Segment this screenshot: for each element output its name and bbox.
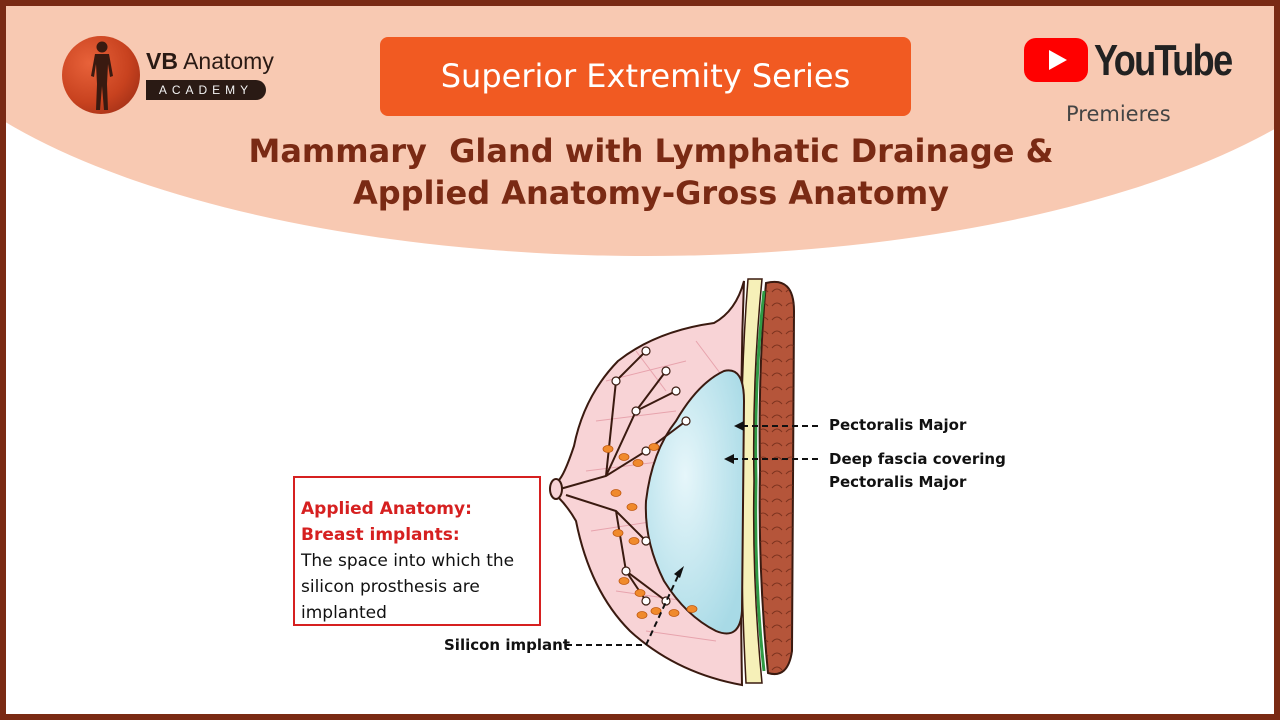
lymph-nodes bbox=[602, 443, 698, 619]
human-figure-icon bbox=[91, 41, 113, 110]
duct-lobules bbox=[611, 346, 691, 606]
title-line-1: Mammary Gland with Lymphatic Drainage & bbox=[248, 132, 1054, 170]
brand-subtitle: ACADEMY bbox=[146, 80, 266, 100]
nipple bbox=[549, 478, 563, 500]
brand-logo: VB Anatomy ACADEMY bbox=[62, 36, 292, 116]
label-deep-fascia-line-1: Deep fascia covering bbox=[829, 450, 1006, 468]
silicon-implant-leader bbox=[566, 575, 679, 646]
series-label: Superior Extremity Series bbox=[380, 37, 911, 116]
applied-body-line-3: implanted bbox=[301, 603, 387, 623]
silicon-implant bbox=[644, 369, 746, 635]
applied-anatomy-heading: Applied Anatomy: bbox=[301, 499, 472, 519]
pectoralis-major-arrow bbox=[734, 421, 744, 431]
deep-fascia bbox=[754, 290, 766, 672]
brand-name-bold: VB bbox=[146, 48, 178, 74]
applied-anatomy-box: Applied Anatomy: Breast implants: The sp… bbox=[293, 476, 541, 626]
deep-fascia-arrow bbox=[724, 454, 734, 464]
pectoralis-major-texture bbox=[759, 281, 794, 675]
label-deep-fascia-line-2: Pectoralis Major bbox=[829, 473, 967, 491]
brand-name: VB Anatomy bbox=[146, 48, 274, 75]
page-title: Mammary Gland with Lymphatic Drainage & … bbox=[206, 130, 1096, 214]
brand-name-rest: Anatomy bbox=[177, 48, 274, 74]
youtube-wordmark: YouTube bbox=[1094, 36, 1233, 85]
label-silicon-implant: Silicon implant bbox=[444, 636, 570, 654]
breast-implant-diagram bbox=[549, 278, 796, 687]
label-deep-fascia: Deep fascia covering Pectoralis Major bbox=[829, 448, 1006, 494]
youtube-play-icon bbox=[1024, 38, 1088, 82]
label-pectoralis-major: Pectoralis Major bbox=[829, 416, 967, 434]
title-line-2: Applied Anatomy-Gross Anatomy bbox=[352, 174, 950, 212]
youtube-premieres: Premieres bbox=[1066, 102, 1171, 126]
applied-body-line-1: The space into which the bbox=[301, 551, 515, 571]
breast-implants-heading: Breast implants: bbox=[301, 525, 460, 545]
youtube-badge: YouTube Premieres bbox=[1024, 36, 1234, 136]
callout-lines bbox=[566, 421, 821, 646]
silicon-implant-arrow bbox=[674, 566, 684, 578]
applied-body-line-2: silicon prosthesis are bbox=[301, 577, 480, 597]
